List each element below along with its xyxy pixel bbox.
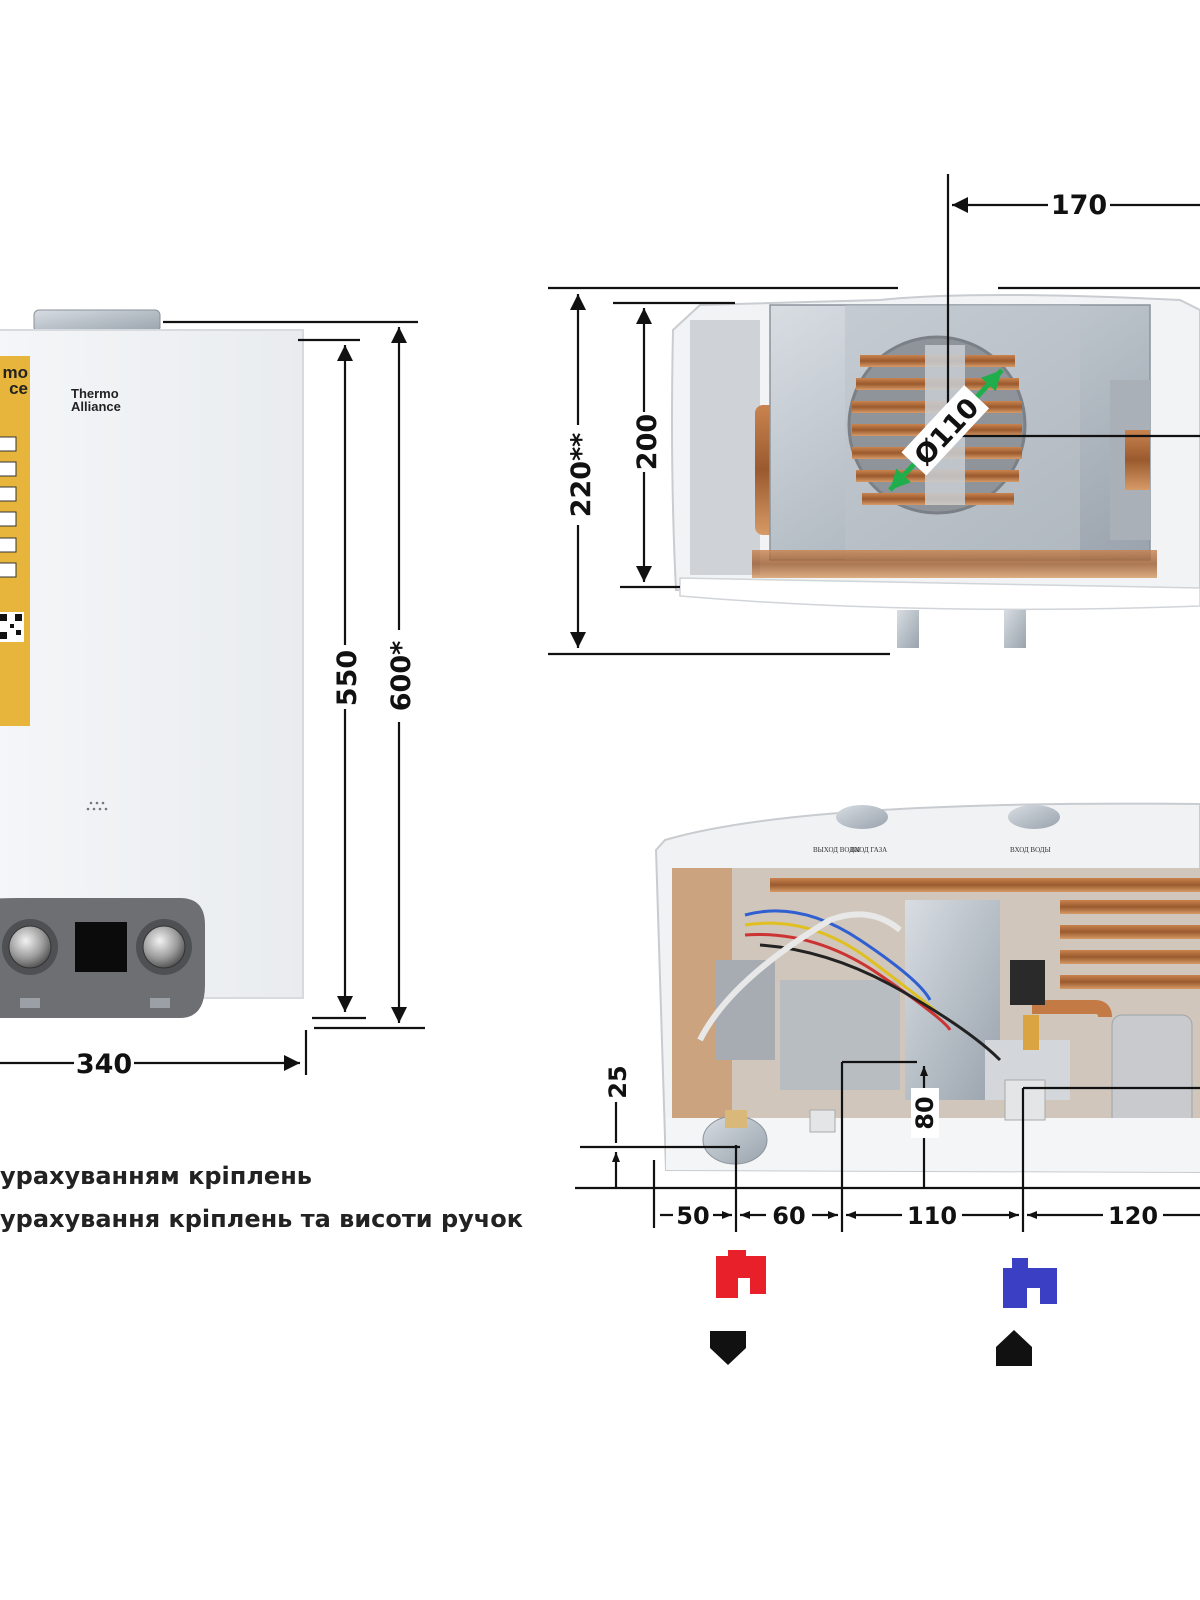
- bottom-dimensions: [575, 1060, 1200, 1232]
- sticker-feature-icons: [0, 436, 17, 578]
- casing-lip: [679, 577, 1200, 611]
- wiring-harness: [697, 909, 1002, 1062]
- top-connector-left: [897, 610, 919, 648]
- water-connector-top: [1008, 805, 1060, 829]
- copper-coil-pipes: [770, 878, 1200, 989]
- dim-110b-bg: [902, 1202, 962, 1228]
- dimension-depth-body: 200: [632, 414, 663, 470]
- dim-550-bg: [332, 645, 360, 709]
- top-connector-right: [1004, 610, 1026, 648]
- dimension-depth-total: 220**: [566, 433, 597, 518]
- footnote-2: урахування кріплень та висоти ручок: [0, 1205, 524, 1233]
- dimension-spacing-1: 50: [676, 1202, 709, 1230]
- dimension-gas-height: 80: [911, 1096, 939, 1129]
- bottom-copper-pipe: [752, 550, 1157, 578]
- left-side-panel: [690, 320, 760, 575]
- gas-connector-top: [836, 805, 888, 829]
- dimension-spacing-4: 120: [1108, 1202, 1158, 1230]
- dimension-height-body: 550: [332, 650, 363, 706]
- arrow-up-icon: [996, 1330, 1032, 1366]
- dimension-flue-offset: 170: [1051, 190, 1107, 221]
- mount-foot-right: [150, 998, 170, 1008]
- gas-valve-assembly: [780, 980, 900, 1090]
- right-copper-pipe: [1125, 430, 1150, 490]
- dimension-pipe-height: 25: [604, 1065, 632, 1098]
- dimension-spacing-2: 60: [772, 1202, 805, 1230]
- blue-tap-icon: [1003, 1258, 1057, 1308]
- brand-logo-line-1: Thermo: [71, 386, 119, 401]
- display-screen: [75, 922, 127, 972]
- label-water-inlet: ВХОД ВОДЫ: [1010, 846, 1051, 854]
- mount-foot-left: [20, 998, 40, 1008]
- water-flow-knob[interactable]: [142, 925, 186, 969]
- label-gas-inlet: ВХОД ГАЗА: [850, 846, 887, 854]
- bottom-view: ВЫХОД ВОДЫ ВХОД ГАЗА ВХОД ВОДЫ: [654, 802, 1200, 1174]
- arrow-down-icon: [710, 1331, 746, 1365]
- red-tap-icon: [716, 1250, 766, 1298]
- dim-25-bg: [605, 1062, 631, 1102]
- dim-200-bg: [630, 412, 660, 472]
- brand-logo-line-2: Alliance: [71, 399, 121, 414]
- flow-sensor: [1010, 960, 1045, 1005]
- indicator-dots: [86, 801, 108, 811]
- front-view: mo ce Thermo Alliance: [0, 309, 304, 1018]
- dim-50-bg: [673, 1202, 713, 1228]
- dim-120-bg: [1103, 1202, 1163, 1228]
- dim-80-bg: [911, 1088, 939, 1138]
- dim-600-bg: [386, 630, 414, 722]
- dim-220-bg: [562, 425, 594, 525]
- cold-water-inlet-fitting: [1004, 1079, 1046, 1121]
- dim-60-bg: [766, 1202, 812, 1228]
- ignition-unit: [715, 960, 775, 1060]
- copper-elbow: [1032, 1000, 1112, 1018]
- temperature-knob[interactable]: [8, 925, 52, 969]
- label-water-outlet: ВЫХОД ВОДЫ: [813, 846, 860, 854]
- heater-body: [0, 329, 304, 999]
- dim-170-bg: [1048, 190, 1110, 220]
- top-view: [671, 294, 1200, 648]
- sticker-text-2: ce: [9, 379, 28, 398]
- dimension-height-total: 600*: [386, 641, 417, 711]
- brass-fitting: [1023, 1015, 1039, 1050]
- qr-code-icon: [0, 612, 24, 642]
- dimension-spacing-3: 110: [907, 1202, 957, 1230]
- outlet-brass-nut: [725, 1110, 747, 1128]
- gas-outlet-fitting: [809, 1109, 836, 1133]
- flue-collar: [33, 309, 161, 333]
- dim-110-bg: [901, 385, 990, 476]
- dimension-width: 340: [76, 1049, 132, 1080]
- footnote-1: урахуванням кріплень: [0, 1162, 312, 1190]
- bottom-lip: [666, 1118, 1200, 1172]
- dim-340-bg: [74, 1048, 134, 1078]
- sticker-text-1: mo: [3, 363, 29, 382]
